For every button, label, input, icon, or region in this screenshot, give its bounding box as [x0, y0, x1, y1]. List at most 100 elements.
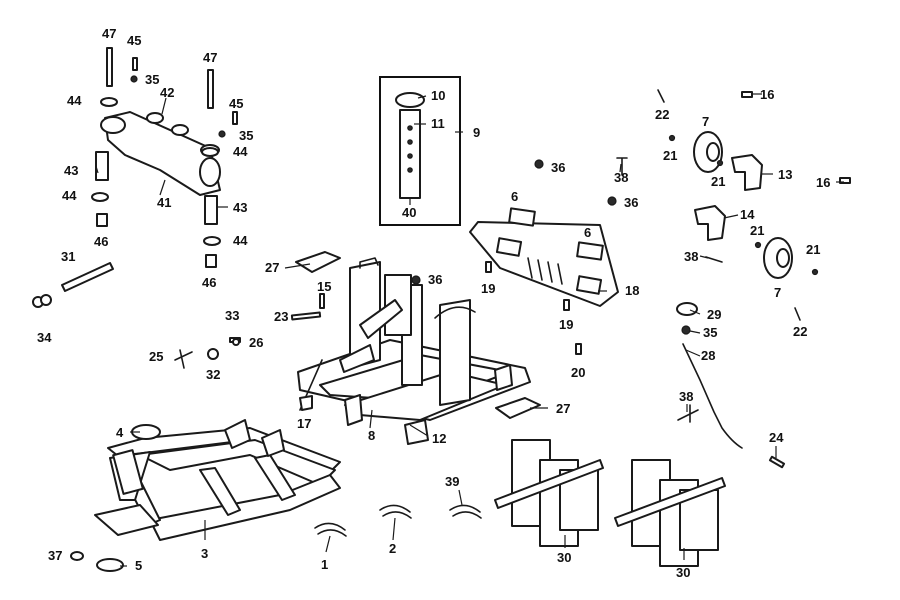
callout-43a: 43: [64, 163, 78, 178]
callout-27a: 27: [265, 260, 279, 275]
bracket-14-part: [694, 205, 726, 241]
callout-40: 40: [402, 205, 416, 220]
callout-39: 39: [445, 474, 459, 489]
leader-lines: [95, 93, 844, 567]
callout-20: 20: [571, 365, 585, 380]
callout-14: 14: [740, 207, 755, 222]
callout-37: 37: [48, 548, 62, 563]
pad-6a-part: [508, 207, 536, 227]
nut-36c-part: [411, 275, 421, 285]
callout-22a: 22: [655, 107, 669, 122]
tine-30b-part: [614, 459, 726, 567]
callout-44c: 44: [62, 188, 77, 203]
callout-35b: 35: [239, 128, 253, 143]
nut-46b-part: [205, 254, 217, 268]
bolt-47b-part: [207, 69, 214, 109]
bolt-45b-part: [232, 111, 238, 125]
washer-44b-part: [201, 147, 219, 157]
callout-44a: 44: [67, 93, 82, 108]
ring-32-part: [207, 348, 219, 360]
callout-47b: 47: [203, 50, 217, 65]
bolt-19b-part: [563, 299, 570, 311]
callout-46b: 46: [202, 275, 216, 290]
bolt-45a-part: [132, 57, 138, 71]
clip-2-part: [379, 504, 412, 519]
callout-32: 32: [206, 367, 220, 382]
callout-30b: 30: [676, 565, 690, 580]
callout-15: 15: [317, 279, 331, 294]
axle-bracket-part: [100, 111, 221, 196]
pin-38c-part: [677, 404, 699, 423]
callout-21a: 21: [663, 148, 677, 163]
callout-1: 1: [321, 557, 328, 572]
callout-9: 9: [473, 125, 480, 140]
nut-35a-part: [130, 75, 138, 83]
callout-35c: 35: [703, 325, 717, 340]
wheel-7a-part: [693, 131, 723, 173]
callout-22b: 22: [793, 324, 807, 339]
callout-35a: 35: [145, 72, 159, 87]
callout-7b: 7: [774, 285, 781, 300]
callout-6b: 6: [584, 225, 591, 240]
bolt-22a-part: [657, 89, 665, 103]
lever-28-part: [682, 343, 743, 449]
grommet-5-part: [96, 558, 124, 572]
callout-38c: 38: [679, 389, 693, 404]
tine-30a-part: [494, 439, 604, 547]
callout-23: 23: [274, 309, 288, 324]
callout-29: 29: [707, 307, 721, 322]
callout-36a: 36: [551, 160, 565, 175]
bracket-13-part: [731, 154, 763, 191]
nut-35b-part: [218, 130, 226, 138]
callout-21c: 21: [750, 223, 764, 238]
nut-21a-part: [668, 134, 676, 142]
callout-6a: 6: [511, 189, 518, 204]
bolt-22b-part: [794, 307, 801, 321]
cap-17-part: [299, 395, 313, 411]
pad-6b-part: [576, 241, 604, 261]
callout-44b: 44: [233, 144, 248, 159]
callout-46a: 46: [94, 234, 108, 249]
column-assembly-box: [379, 76, 461, 226]
pin-38b-part: [705, 256, 723, 263]
callout-4: 4: [116, 425, 124, 440]
clip-39-part: [449, 504, 482, 519]
callout-13: 13: [778, 167, 792, 182]
bracket-27b-part: [495, 397, 541, 419]
callout-34: 34: [37, 330, 52, 345]
callout-12: 12: [432, 431, 446, 446]
callout-16b: 16: [816, 175, 830, 190]
callout-38b: 38: [684, 249, 698, 264]
nut-35c-part: [681, 325, 691, 335]
callout-31: 31: [61, 249, 75, 264]
callout-19b: 19: [559, 317, 573, 332]
callout-41: 41: [157, 195, 171, 210]
lower-frame-part: [94, 419, 341, 541]
callout-33: 33: [225, 308, 239, 323]
callout-8: 8: [368, 428, 375, 443]
bushing-42-part: [146, 112, 164, 124]
callout-2: 2: [389, 541, 396, 556]
bolt-16a-part: [741, 91, 753, 98]
nut-36b-part: [607, 196, 617, 206]
callout-19a: 19: [481, 281, 495, 296]
callout-labels: 1 2 3 4 5 6 6 7 7 8 9 10 11 12 13 14 15 …: [37, 26, 830, 580]
callout-45b: 45: [229, 96, 243, 111]
knob-29-part: [676, 302, 698, 316]
bolt-15-part: [319, 293, 325, 309]
callout-36b: 36: [624, 195, 638, 210]
clamp-34-part: [32, 294, 52, 308]
callout-36c: 36: [428, 272, 442, 287]
nut-36a-part: [534, 159, 544, 169]
callout-38a: 38: [614, 170, 628, 185]
washer-37-part: [70, 551, 84, 561]
nut-21d-part: [811, 268, 819, 276]
base-frame-part: [297, 257, 531, 445]
callout-28: 28: [701, 348, 715, 363]
bolt-20-part: [575, 343, 582, 355]
callout-43b: 43: [233, 200, 247, 215]
callout-10: 10: [431, 88, 445, 103]
washer-44d-part: [203, 236, 221, 246]
callout-17: 17: [297, 416, 311, 431]
